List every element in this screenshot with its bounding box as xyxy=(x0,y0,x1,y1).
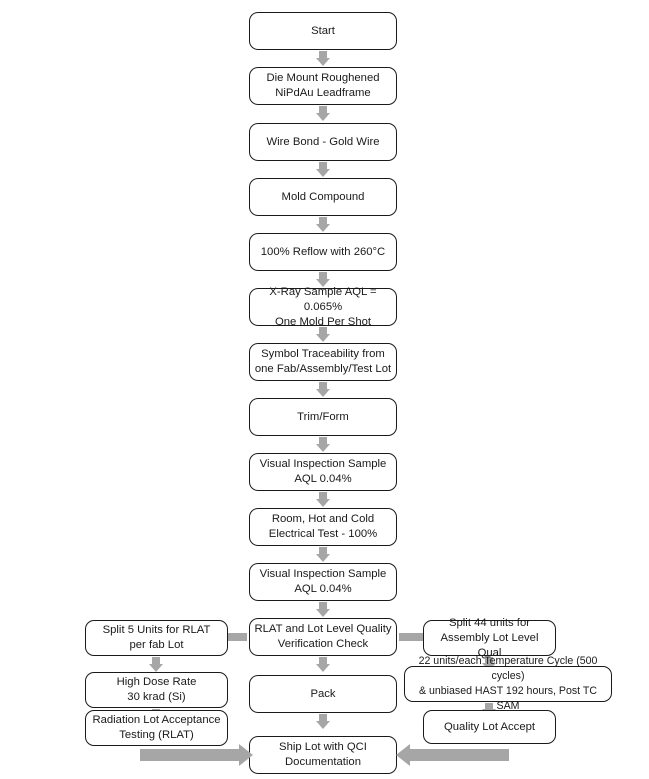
node-high-dose-rate[interactable]: High Dose Rate 30 krad (Si) xyxy=(85,672,228,708)
node-mold-compound[interactable]: Mold Compound xyxy=(249,178,397,216)
arrow-visual-2-to-rlat-verification xyxy=(316,602,330,617)
node-pack[interactable]: Pack xyxy=(249,675,397,713)
arrow-radiation-lot-acceptance-to-ship-lot xyxy=(140,744,253,766)
arrow-xray-to-symbol xyxy=(316,327,330,342)
arrow-die-mount-to-wire-bond xyxy=(316,106,330,121)
arrow-split-5-units-to-high-dose-rate xyxy=(149,657,163,672)
node-split-5-units[interactable]: Split 5 Units for RLAT per fab Lot xyxy=(85,620,228,656)
node-die-mount[interactable]: Die Mount Roughened NiPdAu Leadframe xyxy=(249,67,397,105)
arrow-visual-1-to-electrical-test xyxy=(316,492,330,507)
node-start[interactable]: Start xyxy=(249,12,397,50)
arrow-mold-compound-to-reflow xyxy=(316,217,330,232)
arrow-start-to-die-mount xyxy=(316,51,330,66)
arrow-trim-form-to-visual-1 xyxy=(316,437,330,452)
node-symbol-traceability[interactable]: Symbol Traceability from one Fab/Assembl… xyxy=(249,343,397,381)
node-wire-bond[interactable]: Wire Bond - Gold Wire xyxy=(249,123,397,161)
arrow-reflow-to-xray xyxy=(316,272,330,287)
arrow-electrical-test-to-visual-2 xyxy=(316,547,330,562)
arrow-wire-bond-to-mold-compound xyxy=(316,162,330,177)
arrow-rlat-verification-to-pack xyxy=(316,657,330,672)
node-reflow[interactable]: 100% Reflow with 260°C xyxy=(249,233,397,271)
node-temperature-cycle[interactable]: 22 units/each Temperature Cycle (500 cyc… xyxy=(404,655,612,712)
node-ship-lot[interactable]: Ship Lot with QCI Documentation xyxy=(249,736,397,774)
node-visual-inspection-1[interactable]: Visual Inspection Sample AQL 0.04% xyxy=(249,453,397,491)
arrow-pack-to-ship-lot xyxy=(316,714,330,729)
arrow-symbol-to-trim-form xyxy=(316,382,330,397)
node-electrical-test[interactable]: Room, Hot and Cold Electrical Test - 100… xyxy=(249,508,397,546)
node-trim-form[interactable]: Trim/Form xyxy=(249,398,397,436)
node-quality-lot-accept[interactable]: Quality Lot Accept xyxy=(423,710,556,744)
node-visual-inspection-2[interactable]: Visual Inspection Sample AQL 0.04% xyxy=(249,563,397,601)
node-radiation-lot-acceptance[interactable]: Radiation Lot Acceptance Testing (RLAT) xyxy=(85,710,228,746)
node-xray-sample[interactable]: X-Ray Sample AQL = 0.065% One Mold Per S… xyxy=(249,286,397,328)
node-split-44-units[interactable]: Split 44 units for Assembly Lot Level Qu… xyxy=(423,617,556,659)
node-rlat-verification[interactable]: RLAT and Lot Level Quality Verification … xyxy=(249,618,397,656)
arrow-quality-lot-accept-to-ship-lot xyxy=(396,744,509,766)
